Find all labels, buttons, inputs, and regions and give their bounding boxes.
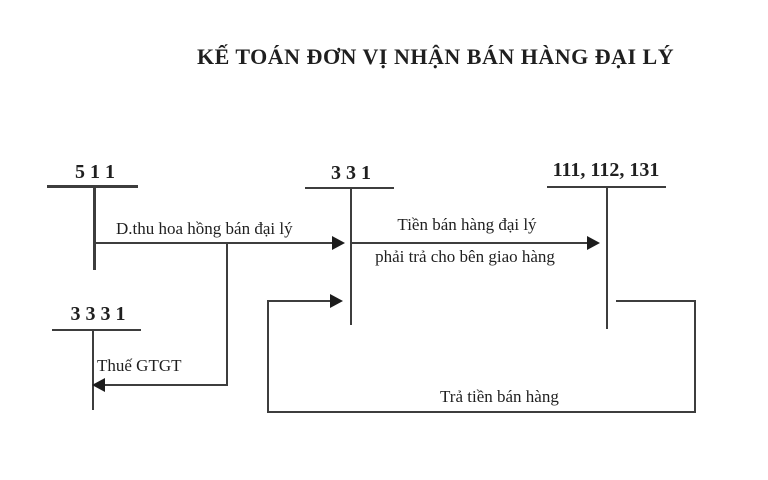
flow-commission-branch-line xyxy=(226,243,228,385)
t-account-331-top-bar xyxy=(305,187,394,189)
flow-vat-line xyxy=(104,384,228,386)
diagram-title: KẾ TOÁN ĐƠN VỊ NHẬN BÁN HÀNG ĐẠI LÝ xyxy=(197,44,675,69)
flow-vat-label: Thuế GTGT xyxy=(97,356,182,375)
arrow-left-icon xyxy=(92,378,105,392)
flow-payment-left-line xyxy=(267,300,269,413)
flow-payment-right-line xyxy=(694,300,696,413)
flow-payment-arrow-line xyxy=(269,300,331,302)
flow-payment-bottom-line xyxy=(267,411,696,413)
arrow-right-icon xyxy=(330,294,343,308)
t-account-3331-top-bar xyxy=(52,329,141,331)
account-code-111-112-131: 111, 112, 131 xyxy=(552,159,660,181)
account-code-331: 3 3 1 xyxy=(331,162,371,184)
flow-payment-start-line xyxy=(616,300,696,302)
t-account-511-top-bar xyxy=(47,185,138,188)
flow-agency-sales-payable-line xyxy=(352,242,588,244)
flow-agency-sales-payable-label-line1: Tiền bán hàng đại lý xyxy=(397,215,537,234)
arrow-right-icon xyxy=(587,236,600,250)
arrow-right-icon xyxy=(332,236,345,250)
account-code-3331: 3 3 3 1 xyxy=(70,303,126,325)
t-account-331-stem xyxy=(350,187,352,325)
flow-payment-label: Trả tiền bán hàng xyxy=(440,387,559,406)
t-account-3331-stem xyxy=(92,329,94,410)
flow-commission-revenue-line xyxy=(95,242,333,244)
flow-agency-sales-payable-label-line2: phải trả cho bên giao hàng xyxy=(375,247,555,266)
flow-commission-revenue-label: D.thu hoa hồng bán đại lý xyxy=(116,219,293,238)
t-account-111-112-131-stem xyxy=(606,186,608,329)
account-code-511: 5 1 1 xyxy=(75,161,115,183)
t-account-511-stem xyxy=(93,185,96,270)
